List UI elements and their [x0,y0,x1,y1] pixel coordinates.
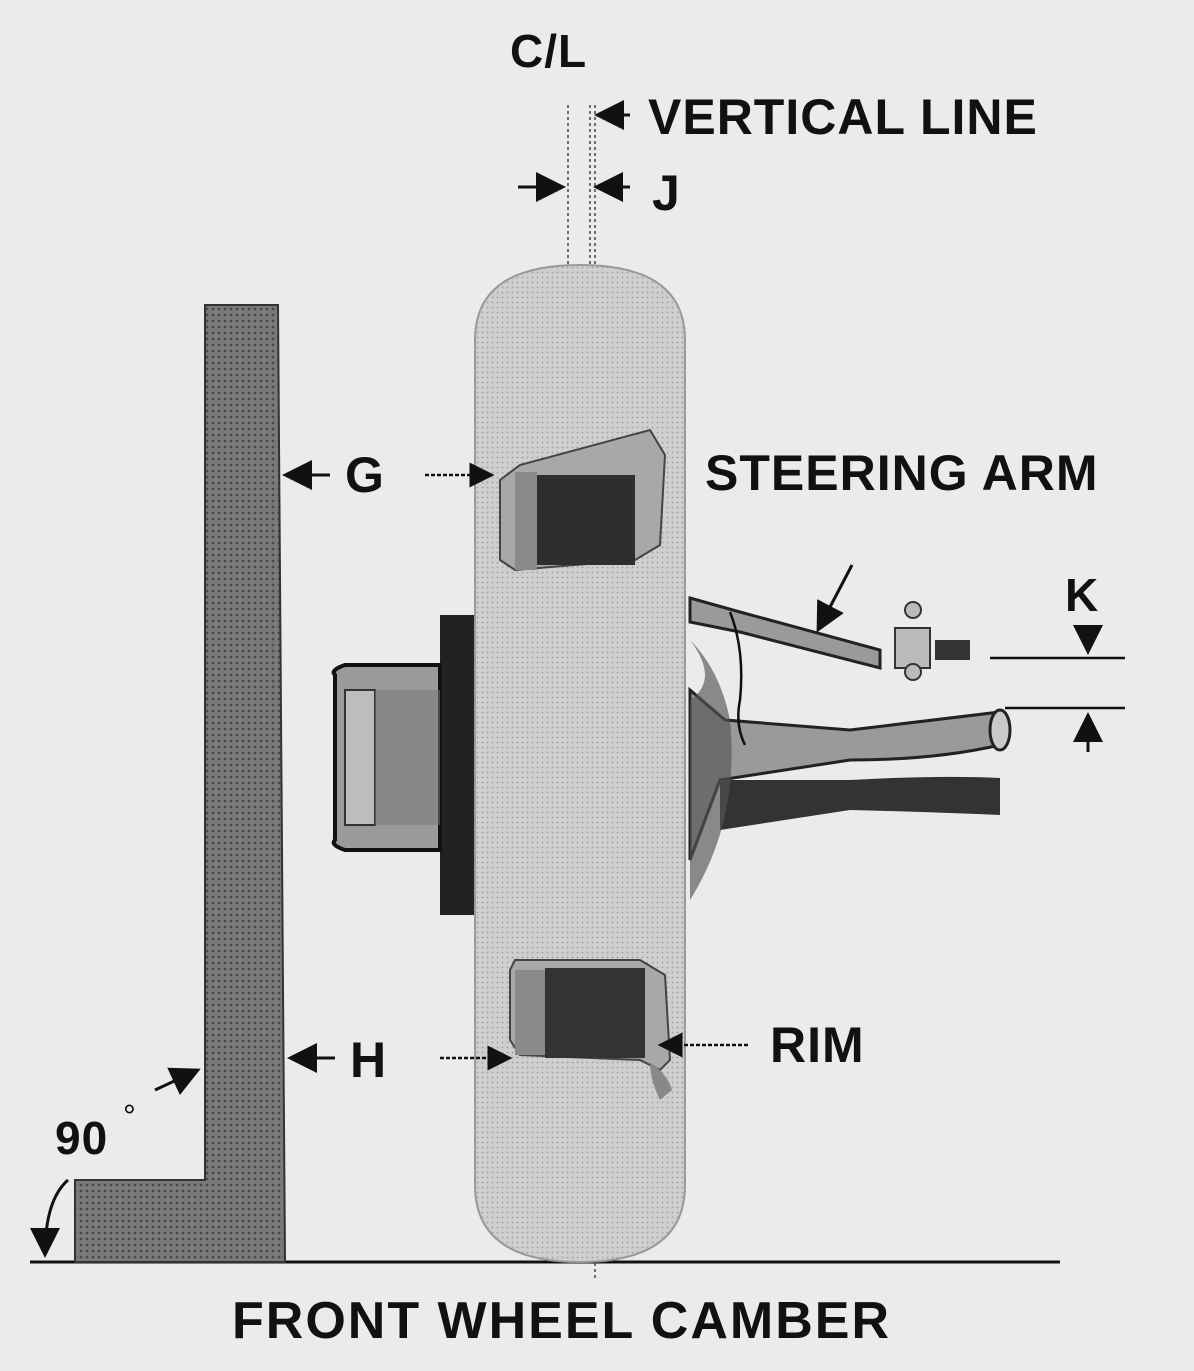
j-label: J [652,165,681,221]
lower-rim [509,959,672,1100]
diagram-title: FRONT WHEEL CAMBER [232,1292,892,1350]
hub [331,615,500,915]
steering-arm [688,596,970,746]
angle-label: 90 [55,1112,109,1164]
g-label: G [345,447,385,503]
centerline-label: C/L [510,25,588,77]
vertical-line-label: VERTICAL LINE [648,89,1038,145]
h-label: H [350,1032,388,1088]
steering-arm-arrow [816,564,854,633]
angle-arrow-upper [154,1067,201,1095]
degree-symbol: ° [123,1098,137,1134]
steering-arm-label: STEERING ARM [705,445,1099,501]
axle [688,640,1012,900]
tire [474,263,686,1264]
upper-rim [499,428,667,572]
angle-arrow-lower [30,1178,70,1258]
rim-label: RIM [770,1017,865,1073]
gauge-square [74,304,287,1263]
k-label: K [1065,569,1100,621]
